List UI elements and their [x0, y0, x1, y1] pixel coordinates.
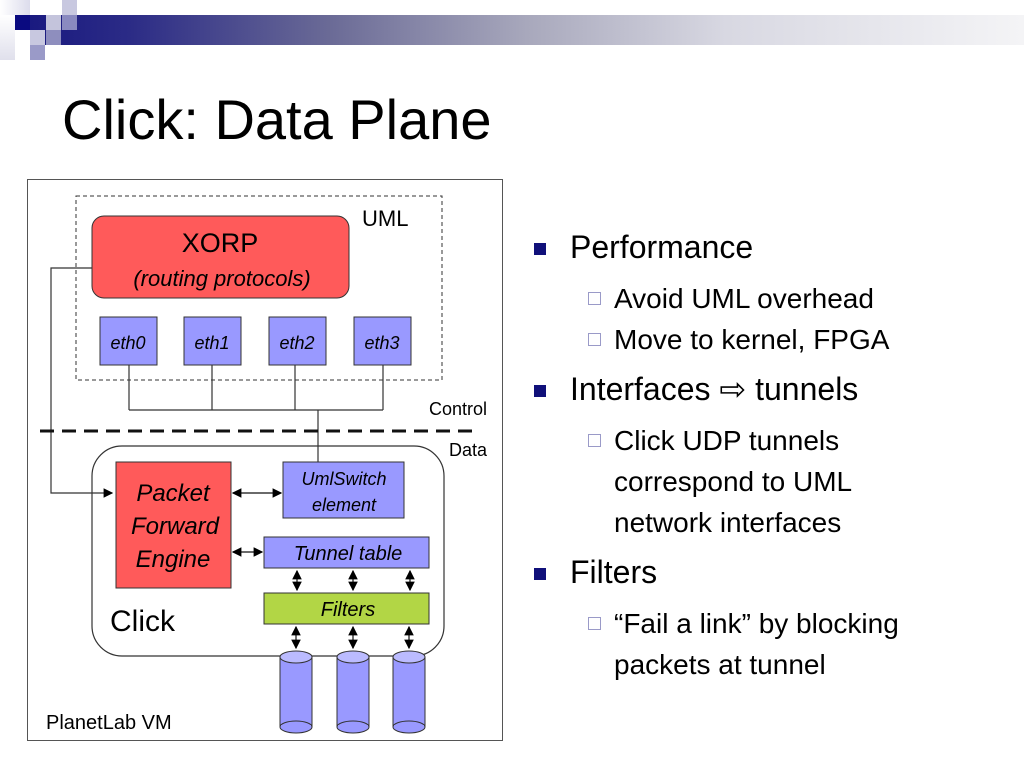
umlswitch-element-box: [282, 461, 405, 519]
eth2-interface: eth2: [268, 316, 327, 366]
square-bullet-icon: [534, 568, 546, 580]
xorp-title: XORP: [182, 228, 259, 258]
eth1-interface: eth1: [183, 316, 242, 366]
xorp-box: [91, 215, 350, 299]
tunnel-cylinder-3: [392, 650, 426, 734]
svg-text:eth1: eth1: [194, 333, 229, 353]
square-bullet-icon: [534, 385, 546, 397]
bullet-text: Interfaces ⇨ tunnels: [570, 371, 859, 407]
bullet-item: Filters: [534, 553, 1004, 591]
control-label: Control: [429, 399, 487, 419]
sub-bullet-text: “Fail a link” by blocking packets at tun…: [614, 608, 899, 680]
tunnel-cylinder-1: [279, 650, 313, 734]
filters-label: Filters: [321, 599, 375, 621]
svg-text:eth3: eth3: [364, 333, 399, 353]
hollow-square-bullet-icon: [588, 617, 601, 630]
svg-text:eth0: eth0: [110, 333, 145, 353]
hollow-square-bullet-icon: [588, 292, 601, 305]
svg-text:eth2: eth2: [279, 333, 314, 353]
xorp-subtitle: (routing protocols): [133, 266, 310, 291]
tunnel-table-label: Tunnel table: [294, 543, 403, 565]
tunnel-filter-arrows: [292, 569, 415, 592]
sub-bullet-item: Avoid UML overhead: [534, 278, 1004, 319]
hollow-square-bullet-icon: [588, 333, 601, 346]
filters-box: [263, 592, 430, 625]
hollow-square-bullet-icon: [588, 434, 601, 447]
uml-label: UML: [362, 206, 408, 231]
bullet-group-filters: Filters “Fail a link” by blocking packet…: [534, 553, 1004, 685]
planetlab-vm-label: PlanetLab VM: [46, 712, 172, 734]
filter-tunnel-arrows: [291, 625, 414, 650]
bullet-text: Filters: [570, 554, 658, 590]
eth0-interface: eth0: [99, 316, 158, 366]
slide-title: Click: Data Plane: [62, 88, 492, 151]
packet-forward-engine-box: [115, 461, 232, 589]
pfe-line-1: Packet: [136, 480, 211, 507]
sub-bullet-text: Move to kernel, FPGA: [614, 324, 890, 355]
header-logo-squares: [0, 0, 80, 60]
bullet-item: Interfaces ⇨ tunnels: [534, 370, 1004, 408]
uml-region: [75, 195, 443, 381]
tunnel-table-box: [263, 536, 430, 569]
eth3-interface: eth3: [353, 316, 412, 366]
click-label: Click: [110, 605, 176, 638]
bullet-text: Performance: [570, 229, 754, 265]
sub-bullet-item: Move to kernel, FPGA: [534, 319, 1004, 360]
click-region: [91, 445, 445, 657]
pfe-line-2: Forward: [131, 513, 220, 540]
xorp-to-pfe-line: [50, 267, 114, 498]
square-bullet-icon: [534, 243, 546, 255]
data-label: Data: [449, 440, 488, 460]
sub-bullet-item: Click UDP tunnels correspond to UML netw…: [534, 420, 914, 543]
bullet-list: Performance Avoid UML overhead Move to k…: [534, 228, 1004, 695]
sub-bullet-item: “Fail a link” by blocking packets at tun…: [534, 603, 984, 685]
bullet-item: Performance: [534, 228, 1004, 266]
pfe-line-3: Engine: [136, 546, 211, 573]
eth-bus-lines: [128, 365, 384, 462]
tunnel-cylinder-2: [336, 650, 370, 734]
bullet-group-interfaces: Interfaces ⇨ tunnels Click UDP tunnels c…: [534, 370, 1004, 543]
planetlab-vm-frame: [27, 179, 503, 741]
header-gradient-bar: [30, 15, 1024, 45]
umlswitch-line-1: UmlSwitch: [301, 469, 386, 489]
sub-bullet-text: Avoid UML overhead: [614, 283, 874, 314]
umlswitch-line-2: element: [312, 495, 377, 515]
bullet-group-performance: Performance Avoid UML overhead Move to k…: [534, 228, 1004, 360]
sub-bullet-text: Click UDP tunnels correspond to UML netw…: [614, 425, 852, 538]
